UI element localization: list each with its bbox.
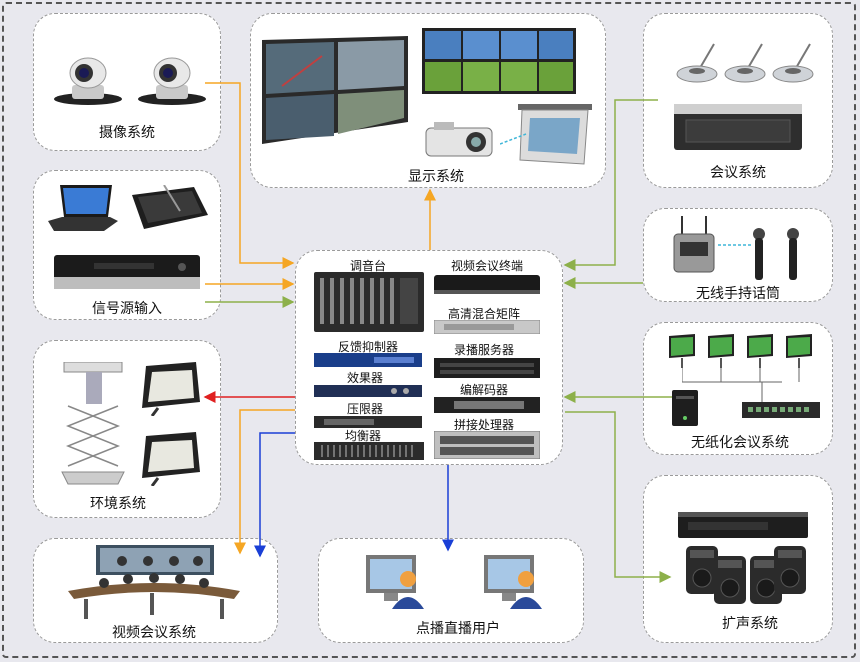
display-system-label: 显示系统 bbox=[408, 169, 464, 185]
signal-source-label: 信号源输入 bbox=[92, 301, 162, 317]
light-fixture-icon bbox=[142, 362, 200, 416]
effects-label: 效果器 bbox=[346, 371, 384, 385]
tablet-icon bbox=[132, 185, 208, 229]
projector-icon bbox=[425, 122, 493, 157]
hd-matrix-label: 高清混合矩阵 bbox=[447, 307, 521, 321]
environment-system-label: 环境系统 bbox=[90, 496, 146, 512]
paperless-system-label: 无纸化会议系统 bbox=[691, 435, 789, 451]
effects-unit-icon bbox=[314, 385, 422, 397]
codec-icon bbox=[434, 397, 540, 413]
vod-users-label: 点播直播用户 bbox=[416, 621, 500, 637]
wireless-link-icon bbox=[718, 244, 752, 246]
conference-panel bbox=[643, 13, 833, 188]
splicing-processor-icon bbox=[434, 431, 540, 459]
wire-camera-to-center bbox=[205, 82, 295, 269]
conference-mic-icon bbox=[772, 43, 814, 83]
light-fixture-icon bbox=[142, 432, 200, 486]
codec-label: 编解码器 bbox=[459, 383, 509, 397]
vc-terminal-label: 视频会议终端 bbox=[450, 259, 524, 273]
tiled-display-icon bbox=[422, 28, 576, 94]
wire-center-blue-to-videoconf bbox=[254, 432, 295, 558]
equalizer-label: 均衡器 bbox=[344, 429, 382, 443]
conference-mic-icon bbox=[724, 43, 766, 83]
desktop-monitor-icon bbox=[786, 334, 812, 368]
handheld-mic-icon bbox=[787, 228, 799, 280]
recording-server-icon bbox=[434, 358, 540, 378]
network-cabling-icon bbox=[682, 368, 800, 402]
handheld-mic-icon bbox=[753, 228, 765, 280]
compressor-label: 压限器 bbox=[346, 402, 384, 416]
splicer-label: 拼接处理器 bbox=[453, 418, 515, 432]
desktop-monitor-icon bbox=[708, 334, 734, 368]
camera-panel bbox=[33, 13, 221, 151]
speaker-icon bbox=[714, 556, 746, 604]
laptop-icon bbox=[48, 185, 118, 231]
compressor-icon bbox=[314, 416, 422, 428]
ptz-camera-icon bbox=[138, 57, 206, 105]
mixer-label: 调音台 bbox=[349, 259, 387, 273]
desktop-monitor-icon bbox=[747, 334, 773, 368]
user-workstation-icon bbox=[366, 555, 424, 609]
projection-screen-icon bbox=[500, 104, 592, 165]
video-conference-room-icon bbox=[68, 545, 240, 619]
feedback-suppressor-icon bbox=[314, 353, 422, 367]
user-workstation-icon bbox=[484, 555, 542, 609]
ptz-camera-icon bbox=[54, 57, 122, 105]
network-switch-icon bbox=[742, 402, 820, 418]
hd-matrix-icon bbox=[434, 320, 540, 334]
camera-system-label: 摄像系统 bbox=[99, 125, 155, 141]
amplifier-icon bbox=[678, 512, 808, 538]
feedback-suppressor-label: 反馈抑制器 bbox=[337, 340, 399, 354]
video-conference-label: 视频会议系统 bbox=[112, 625, 196, 641]
recorder-label: 录播服务器 bbox=[453, 343, 515, 357]
conference-system-label: 会议系统 bbox=[710, 165, 766, 181]
wire-center-to-videoconf bbox=[234, 409, 295, 555]
vc-terminal-icon bbox=[434, 275, 540, 294]
vod-panel bbox=[318, 538, 584, 643]
equalizer-icon bbox=[314, 442, 424, 460]
desktop-monitor-icon bbox=[669, 334, 695, 368]
speaker-icon bbox=[686, 546, 718, 594]
speaker-icon bbox=[750, 556, 782, 604]
speaker-icon bbox=[774, 546, 806, 594]
pa-system-label: 扩声系统 bbox=[722, 616, 778, 632]
wire-center-to-pa bbox=[565, 411, 672, 583]
wireless-receiver-icon bbox=[673, 216, 715, 273]
conference-mic-icon bbox=[676, 43, 718, 83]
server-tower-icon bbox=[672, 390, 698, 426]
video-wall-icon bbox=[262, 36, 408, 144]
mixer-console-icon bbox=[314, 272, 424, 332]
wire-conference-to-center bbox=[563, 99, 658, 271]
wireless-mic-label: 无线手持话筒 bbox=[696, 286, 780, 302]
projector-lift-icon bbox=[61, 362, 125, 485]
bluray-player-icon bbox=[54, 255, 200, 289]
conference-host-icon bbox=[674, 104, 802, 150]
